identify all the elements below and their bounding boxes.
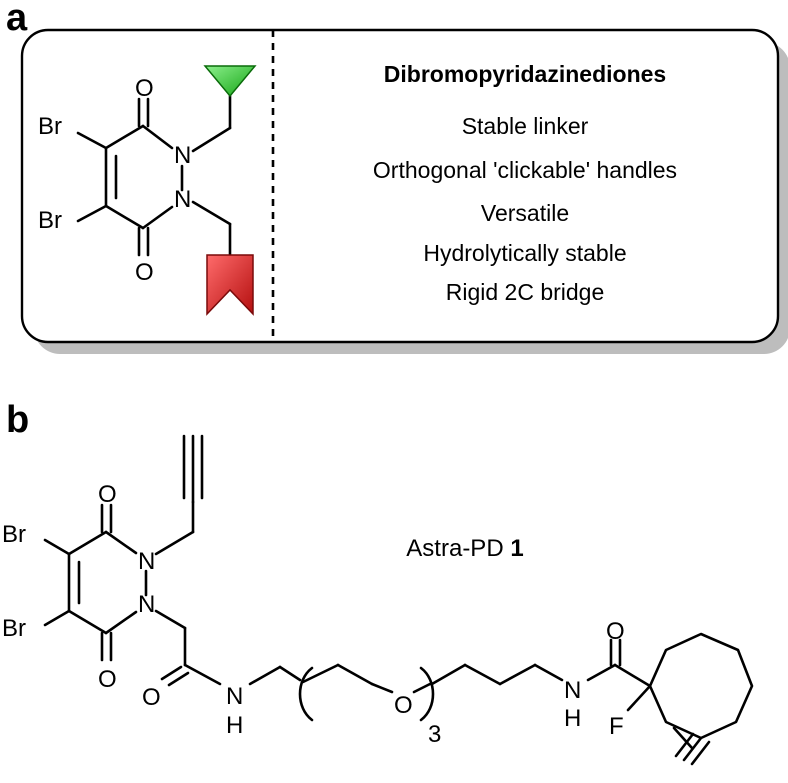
- panel-a-features: Dibromopyridazinediones Stable linker Or…: [373, 61, 677, 305]
- atom-n-top: N: [174, 142, 191, 169]
- atom-br-bottom: Br: [38, 207, 62, 234]
- panel-a-molecule: Br Br O O N N: [38, 65, 257, 316]
- atom-nh1-h: H: [226, 712, 243, 739]
- atom-o-top: O: [98, 481, 117, 508]
- features-heading: Dibromopyridazinediones: [384, 61, 666, 87]
- atom-o-bottom: O: [98, 666, 117, 693]
- atom-n-bottom: N: [138, 591, 155, 618]
- compound-name: Astra-PD: [406, 535, 503, 562]
- green-triangle-icon: [203, 65, 257, 98]
- atom-peg-o: O: [394, 692, 413, 719]
- atom-amide-o: O: [142, 684, 161, 711]
- panel-a-letter: a: [6, 0, 28, 39]
- atom-br-bottom: Br: [2, 615, 26, 642]
- feature-item: Stable linker: [462, 113, 589, 139]
- feature-item: Orthogonal 'clickable' handles: [373, 157, 677, 183]
- atom-f: F: [609, 713, 624, 740]
- atom-o-bottom: O: [135, 259, 154, 286]
- compound-label: Astra-PD 1: [406, 535, 523, 562]
- atom-o-top: O: [135, 75, 154, 102]
- feature-item: Rigid 2C bridge: [446, 279, 605, 305]
- panel-b-letter: b: [6, 399, 29, 441]
- atom-nh2-h: H: [564, 705, 581, 732]
- compound-number: 1: [510, 535, 523, 562]
- feature-item: Hydrolytically stable: [423, 240, 626, 266]
- atom-br-top: Br: [38, 113, 62, 140]
- panel-b-molecule: Br Br O O N N O N H O 3 N H O F: [2, 434, 754, 766]
- feature-item: Versatile: [481, 200, 569, 226]
- atom-nh2-n: N: [564, 677, 581, 704]
- repeat-count: 3: [428, 721, 441, 748]
- atom-nh1-n: N: [226, 683, 243, 710]
- atom-br-top: Br: [2, 521, 26, 548]
- atom-amide2-o: O: [606, 618, 625, 645]
- atom-n-top: N: [138, 548, 155, 575]
- red-chevron-icon: [206, 254, 254, 316]
- atom-n-bottom: N: [174, 186, 191, 213]
